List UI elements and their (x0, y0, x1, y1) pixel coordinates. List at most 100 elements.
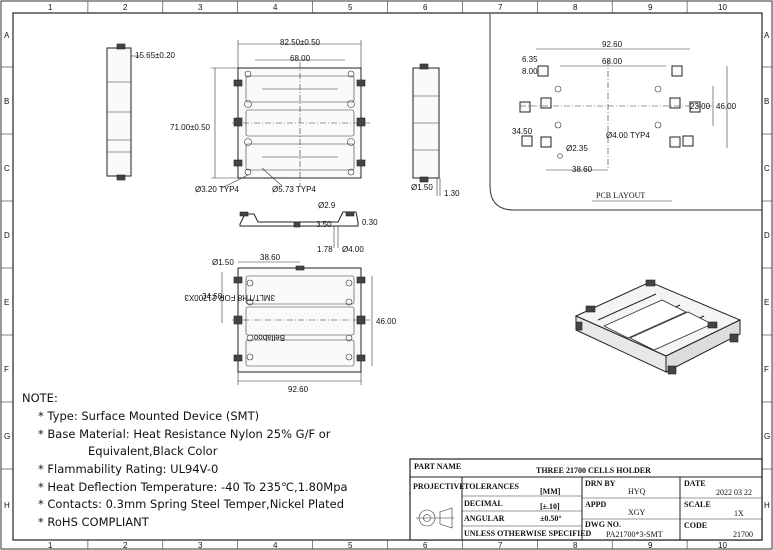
row-g: G (4, 432, 10, 441)
tb-mm: [MM] (540, 487, 561, 496)
col-6-bottom: 6 (423, 541, 428, 550)
pcb-46: 46.00 (716, 102, 737, 111)
col-1-bottom: 1 (48, 541, 53, 550)
dim-side-thickness: 15.65±0.20 (135, 51, 176, 60)
col-1: 1 (48, 3, 53, 12)
bottom-brand: Bellaboo (253, 333, 285, 342)
row-d-right: D (764, 231, 770, 240)
contact-detail: Ø2.9 0.30 3.50 1.78 Ø4.00 (239, 201, 378, 254)
dim-contact-off: 1.78 (317, 245, 333, 254)
row-h: H (4, 501, 10, 510)
note-5: * Contacts: 0.3mm Spring Steel Temper,Ni… (38, 497, 344, 511)
col-5-bottom: 5 (348, 541, 353, 550)
col-5: 5 (348, 3, 353, 12)
dim-end-width: 1.30 (444, 189, 460, 198)
tb-decimal-val: [±.10] (540, 502, 560, 511)
pcb-3450: 34.50 (512, 127, 533, 136)
dim-contact-w: Ø2.9 (318, 201, 336, 210)
pcb-23: 23.00 (690, 102, 711, 111)
row-g-right: G (764, 432, 770, 441)
dim-end-dia: Ø1.50 (411, 183, 433, 192)
note-4: * Heat Deflection Temperature: -40 To 23… (38, 480, 348, 494)
row-b: B (4, 97, 9, 106)
col-4: 4 (273, 3, 278, 12)
tb-angular: ANGULAR (464, 514, 505, 523)
row-markers: A B C D E F G H A B C D E F G H (1, 31, 772, 510)
row-e-right: E (764, 298, 769, 307)
col-8: 8 (573, 3, 578, 12)
col-4-bottom: 4 (273, 541, 278, 550)
tb-appd: APPD (585, 500, 607, 509)
row-a-right: A (764, 31, 770, 40)
tb-decimal: DECIMAL (464, 499, 503, 508)
dim-bottom-dia: Ø1.50 (212, 258, 234, 267)
col-7-bottom: 7 (498, 541, 503, 550)
row-c: C (4, 164, 10, 173)
note-2: * Base Material: Heat Resistance Nylon 2… (38, 427, 331, 441)
dim-height: 71.00±0.50 (170, 123, 211, 132)
tb-projective: PROJECTIVE (413, 482, 465, 491)
dim-bottom-38: 38.60 (260, 253, 281, 262)
pcb-800: 8.00 (522, 67, 538, 76)
tb-part-name-label: PART NAME (414, 462, 461, 471)
tb-dwg-val: PA21700*3-SMT (606, 530, 663, 539)
tb-date: 2022 03 22 (716, 488, 752, 497)
dim-contact-hole: Ø4.00 (342, 245, 364, 254)
tb-appd-name: XGY (628, 508, 646, 517)
side-view: 15.65±0.20 (106, 43, 176, 181)
tb-date-label: DATE (684, 479, 706, 488)
pcb-92: 92.60 (602, 40, 623, 49)
pcb-3860: 38.60 (572, 165, 593, 174)
pcb-68: 68.00 (602, 57, 623, 66)
tb-tolerances: TOLERANCES (464, 482, 520, 491)
note-1: * Type: Surface Mounted Device (SMT) (38, 409, 259, 423)
tb-angular-val: ±0.50° (540, 514, 562, 523)
end-view: Ø1.50 1.30 (411, 63, 460, 198)
col-9: 9 (648, 3, 653, 12)
col-3-bottom: 3 (198, 541, 203, 550)
pcb-635: 6.35 (522, 55, 538, 64)
pcb-400: Ø4.00 TYP4 (606, 131, 650, 140)
col-9-bottom: 9 (648, 541, 653, 550)
note-2b: Equivalent,Black Color (88, 444, 218, 458)
dim-bottom-92: 92.60 (288, 385, 309, 394)
tb-scale: 1X (734, 509, 744, 518)
isometric-view (574, 279, 742, 375)
row-f-right: F (764, 365, 769, 374)
tb-part-name: THREE 21700 CELLS HOLDER (536, 466, 651, 475)
col-7: 7 (498, 3, 503, 12)
row-c-right: C (764, 164, 770, 173)
row-a: A (4, 31, 10, 40)
col-8-bottom: 8 (573, 541, 578, 550)
row-e: E (4, 298, 9, 307)
col-3: 3 (198, 3, 203, 12)
dim-top-inner: 68.00 (290, 54, 311, 63)
tb-unless: UNLESS OTHERWISE SPECIFIED (464, 529, 592, 538)
col-10: 10 (718, 3, 727, 12)
tb-dwg-no: DWG NO. (585, 520, 621, 529)
tb-scale-label: SCALE (684, 500, 711, 509)
bottom-marking: 3MLT/TH8 FOR 21700X3 (184, 293, 275, 302)
row-h-right: H (764, 501, 770, 510)
pcb-title: PCB LAYOUT (596, 191, 645, 200)
tb-drn-by: DRN BY (585, 479, 616, 488)
notes-heading: NOTE: (22, 391, 58, 405)
col-6: 6 (423, 3, 428, 12)
tb-code: 21700 (733, 530, 753, 539)
note-6: * RoHS COMPLIANT (38, 515, 150, 529)
dim-top-width: 82.50±0.50 (280, 38, 321, 47)
row-d: D (4, 231, 10, 240)
dim-hole-large: Ø5.73 TYP4 (272, 185, 316, 194)
title-block: PART NAME THREE 21700 CELLS HOLDER PROJE… (409, 458, 763, 541)
pcb-235: Ø2.35 (566, 144, 588, 153)
projection-symbol-icon (416, 507, 454, 529)
dim-bottom-34: 34.50 (202, 292, 223, 301)
row-b-right: B (764, 97, 769, 106)
pcb-layout: 92.60 68.00 6.35 8.00 23.00 46.00 34.50 … (489, 14, 762, 211)
bottom-view: 38.60 Ø1.50 34.50 46.00 92.60 3MLT/TH8 F… (184, 253, 397, 394)
dim-contact-thk: 0.30 (362, 218, 378, 227)
col-2-bottom: 2 (123, 541, 128, 550)
col-10-bottom: 10 (718, 541, 727, 550)
tb-code-label: CODE (684, 521, 707, 530)
